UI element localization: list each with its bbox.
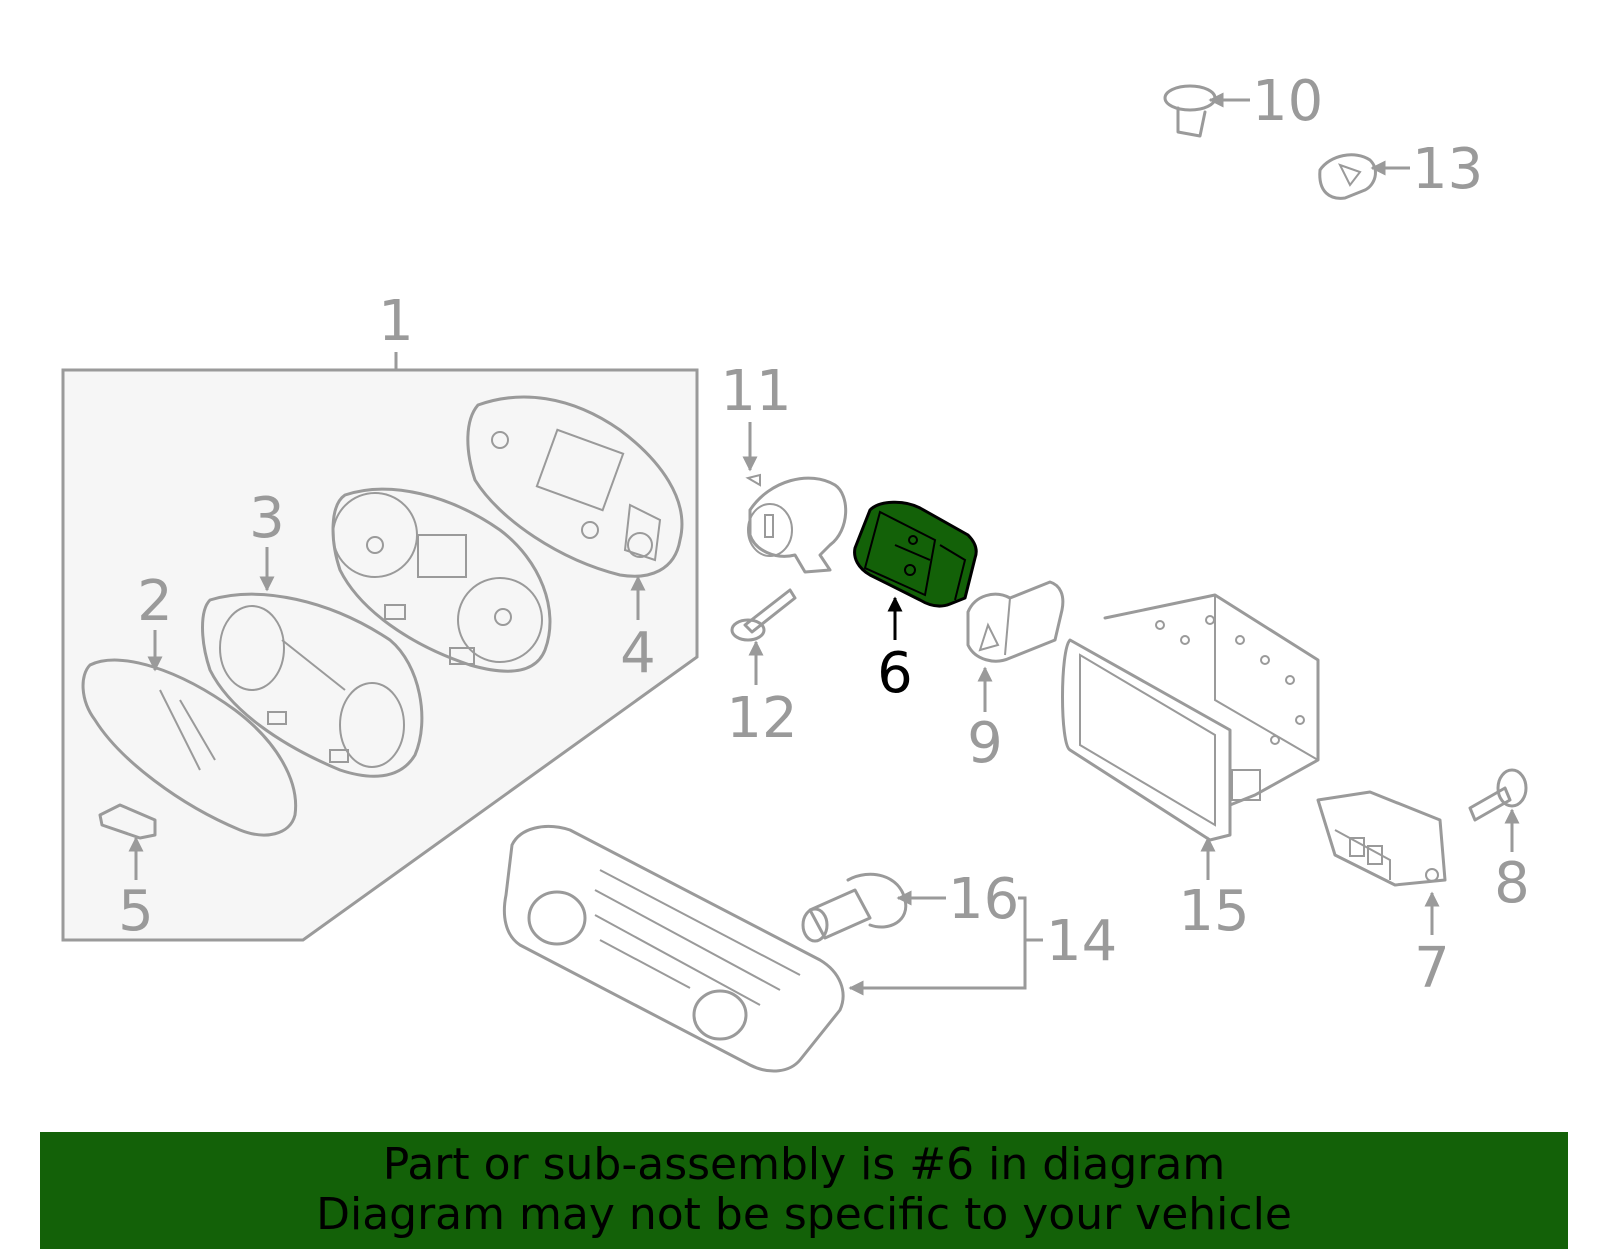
part-15-head-unit[interactable] <box>1061 593 1320 842</box>
part-7-bracket-switch[interactable] <box>1316 790 1447 887</box>
part-12-screw[interactable] <box>730 588 797 642</box>
callout-3: 3 <box>249 486 285 551</box>
part-gauge-face[interactable] <box>331 487 552 673</box>
callout-9: 9 <box>967 711 1003 776</box>
callout-8: 8 <box>1494 851 1530 916</box>
cluster-group-box <box>61 352 699 942</box>
info-banner: Part or sub-assembly is #6 in diagram Di… <box>40 1132 1568 1249</box>
banner-line-2: Diagram may not be specific to your vehi… <box>316 1189 1292 1240</box>
part-14-climate-panel[interactable] <box>502 825 845 1073</box>
callout-2: 2 <box>137 569 173 634</box>
callout-4: 4 <box>620 621 656 686</box>
callout-10: 10 <box>1252 69 1323 134</box>
callout-5: 5 <box>118 879 154 944</box>
leader-lines <box>128 92 1520 996</box>
callout-7: 7 <box>1414 936 1450 1001</box>
part-4-cluster-housing[interactable] <box>466 395 684 578</box>
callout-6: 6 <box>877 641 913 706</box>
part-5-clip[interactable] <box>98 803 157 840</box>
callout-13: 13 <box>1412 137 1483 202</box>
part-3-bezel[interactable] <box>201 592 424 778</box>
banner-line-1: Part or sub-assembly is #6 in diagram <box>382 1139 1226 1190</box>
callout-11: 11 <box>720 359 791 424</box>
callout-15: 15 <box>1178 879 1249 944</box>
part-6-highlighted-switch[interactable] <box>853 500 978 608</box>
callout-14: 14 <box>1046 909 1117 974</box>
callout-12: 12 <box>726 686 797 751</box>
part-10-clip[interactable] <box>1163 84 1217 138</box>
callout-labels: 1 2 3 4 5 6 7 8 9 10 11 12 13 14 15 16 <box>118 69 1530 1001</box>
part-8-bolt[interactable] <box>1468 768 1528 822</box>
part-11-switch[interactable] <box>745 473 848 574</box>
callout-16: 16 <box>948 867 1019 932</box>
part-2-lens[interactable] <box>81 658 298 837</box>
part-13-sensor[interactable] <box>1318 153 1377 200</box>
part-9-hazard-switch[interactable] <box>966 580 1065 663</box>
callout-1: 1 <box>378 289 414 354</box>
part-16-socket[interactable] <box>801 872 908 943</box>
